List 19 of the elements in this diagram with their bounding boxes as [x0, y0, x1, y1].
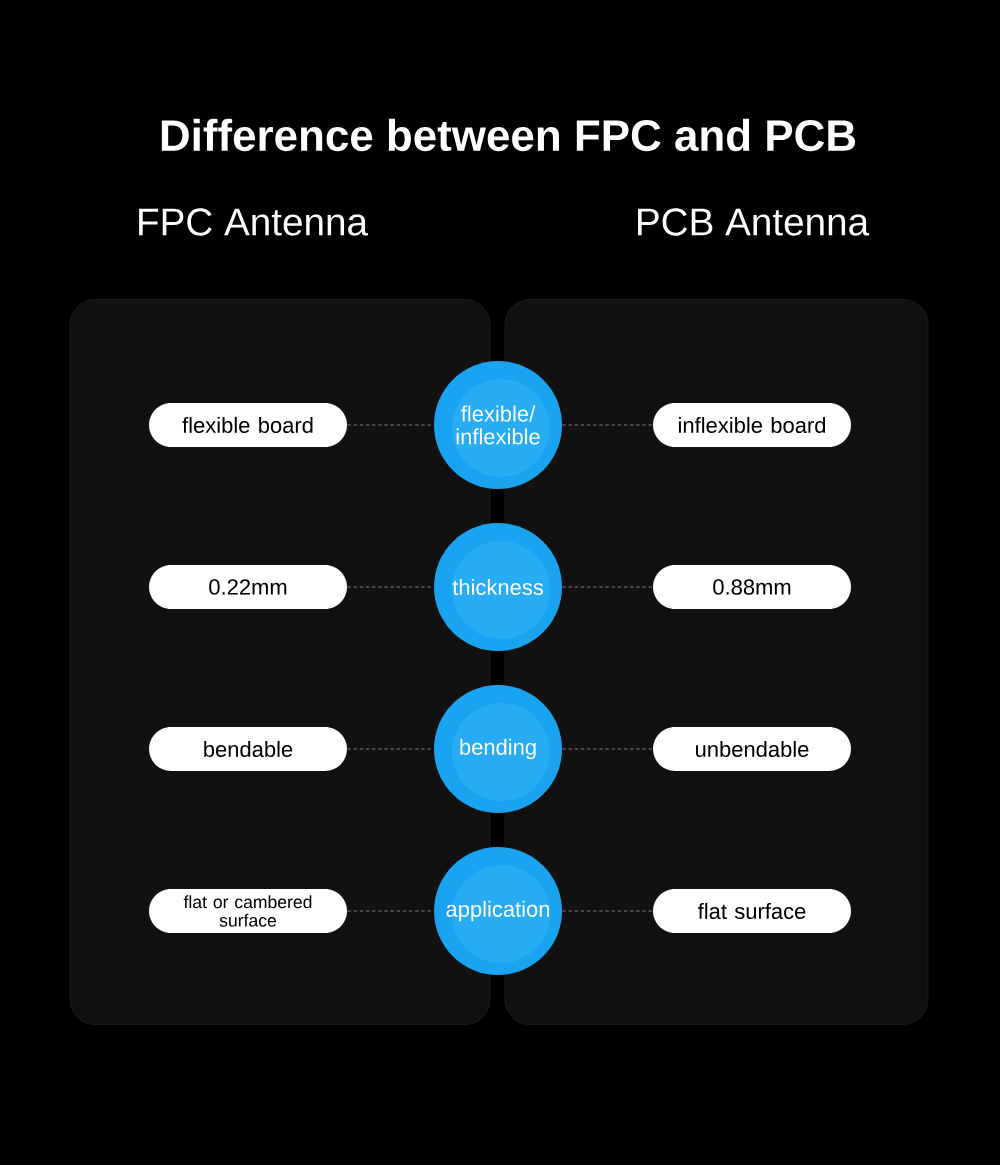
value-pill: flexible board: [149, 403, 347, 447]
value-pill: inflexible board: [653, 403, 851, 447]
connector-line: [346, 748, 435, 750]
value-pill: bendable: [149, 727, 347, 771]
connector-line: [561, 586, 654, 588]
value-pill: flat surface: [653, 889, 851, 933]
value-pill: unbendable: [653, 727, 851, 771]
connector-line: [561, 748, 654, 750]
connector-line: [561, 424, 654, 426]
value-pill: 0.22mm: [149, 565, 347, 609]
connector-line: [346, 910, 435, 912]
connector-line: [561, 910, 654, 912]
node-label: FPC Antenna: [139, 208, 368, 236]
connector-line: [346, 586, 435, 588]
value-pill: flat or cambered surface: [149, 889, 347, 933]
title: Difference between FPC and PCB: [161, 118, 856, 152]
value-pill: 0.88mm: [653, 565, 851, 609]
node-label: PCB Antenna: [638, 208, 870, 236]
connector-line: [346, 424, 435, 426]
